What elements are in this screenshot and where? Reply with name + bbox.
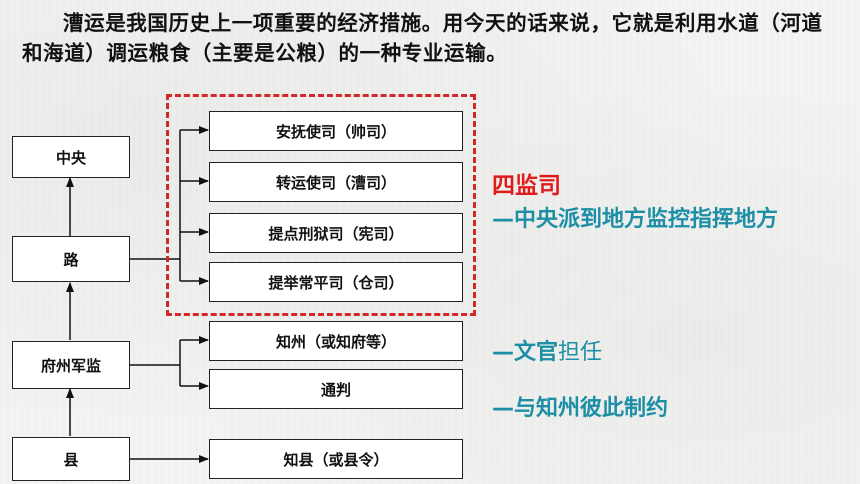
civil-official-suffix: 担任 (558, 340, 603, 365)
office-box-zhuanyun: 转运使司（漕司） (209, 162, 463, 202)
office-box-anfu: 安抚使司（帅司） (209, 111, 463, 151)
office-box-zhixian: 知县（或县令） (209, 439, 463, 479)
four-offices-title: 四监司 (492, 173, 561, 199)
office-box-tiju: 提举常平司（仓司） (209, 262, 463, 302)
civil-official-prefix: —文官 (492, 340, 559, 365)
office-box-zhizhou: 知州（或知府等） (209, 321, 463, 361)
intro-paragraph: 漕运是我国历史上一项重要的经济措施。用今天的话来说，它就是利用水道（河道和海道）… (22, 11, 823, 65)
check-balance-note: —与知州彼此制约 (492, 396, 669, 421)
office-box-tongpan: 通判 (209, 369, 463, 409)
four-offices-desc: —中央派到地方监控指挥地方 (492, 207, 779, 232)
central-box: 中央 (12, 136, 130, 178)
circuit-box: 路 (12, 236, 130, 282)
four-offices-frame (166, 94, 476, 316)
office-box-tidian: 提点刑狱司（宪司） (209, 213, 463, 253)
civil-official-note: —文官担任 (492, 334, 602, 366)
prefecture-box: 府州军监 (12, 341, 130, 389)
county-box: 县 (12, 437, 130, 481)
